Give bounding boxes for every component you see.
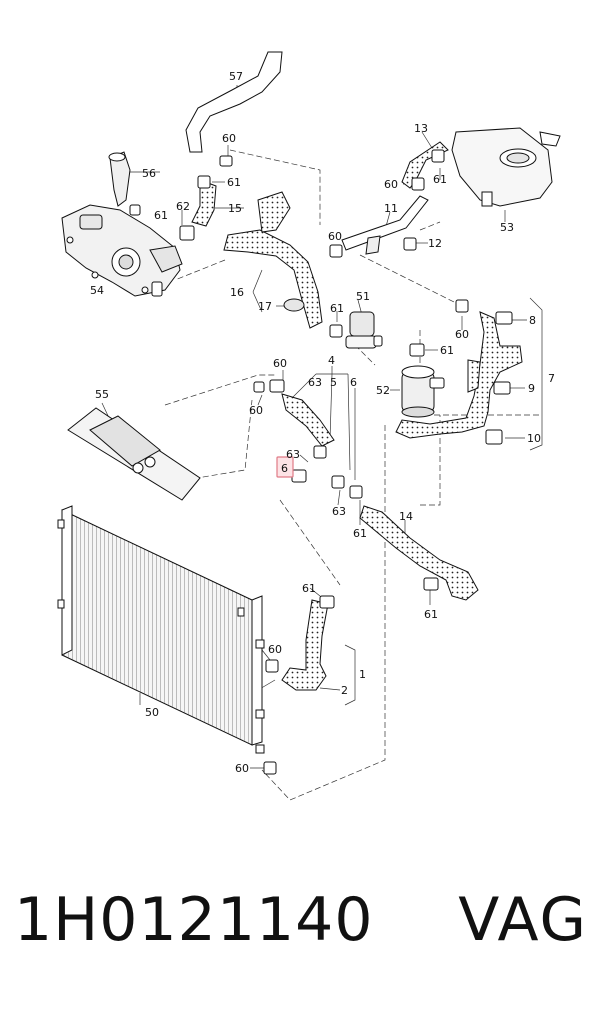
clamp-61-b [129,204,141,216]
callout-61: 61 [302,582,316,595]
clamps [129,149,513,775]
callout-63: 63 [308,376,322,389]
clamp-61-e [409,343,425,357]
callout-labels: 57 60 56 61 61 62 15 54 16 17 60 61 51 1… [90,70,555,775]
callout-61: 61 [440,344,454,357]
callout-6: 6 [350,376,357,389]
callout-8: 8 [529,314,536,327]
clamp-60-f [253,381,265,393]
callout-60: 60 [328,230,342,243]
callout-12: 12 [428,237,442,250]
callout-60: 60 [222,132,236,145]
clamp-60-b [329,244,343,258]
callout-57: 57 [229,70,243,83]
callout-61: 61 [330,302,344,315]
hose-7 [395,311,523,439]
parts-diagram: 57 60 56 61 61 62 15 54 16 17 60 61 51 1… [57,51,561,801]
callout-56: 56 [142,167,156,180]
hose-57 [185,51,283,153]
fitting-6 [291,469,307,483]
component-51-valve [345,311,383,349]
clamp-61-c [329,324,343,338]
callout-11: 11 [384,202,398,215]
callout-17: 17 [258,300,272,313]
component-54-pump-housing [61,204,183,297]
component-52-pump [401,365,445,418]
component-56-pipe [108,151,131,207]
callout-9: 9 [528,382,535,395]
clamp-62 [179,225,195,241]
callout-51: 51 [356,290,370,303]
callout-61: 61 [227,176,241,189]
clamp-61-f [349,485,363,499]
hose-5 [281,393,335,447]
component-11-pipe [341,195,429,255]
callout-61: 61 [424,608,438,621]
hose-16-branch [257,191,291,233]
callout-2: 2 [341,684,348,697]
callout-52: 52 [376,384,390,397]
clamp-10 [485,429,503,445]
component-17-sensor [283,298,305,312]
clamp-63-a [313,445,327,459]
component-50-radiator [57,505,265,754]
callout-10: 10 [527,432,541,445]
hose-7-branch [467,359,481,393]
callout-60: 60 [268,643,282,656]
callout-4: 4 [328,354,335,367]
clamp-12 [403,237,417,251]
callout-1: 1 [359,668,366,681]
clamp-61-g [423,577,439,591]
component-55-heater [67,407,201,501]
callout-61: 61 [154,209,168,222]
callout-62: 62 [176,200,190,213]
clamp-61-a [197,175,211,189]
callout-13: 13 [414,122,428,135]
clamp-60-h [263,761,277,775]
component-53-reservoir [451,127,561,207]
clamp-61-d [431,149,445,163]
callout-6-highlighted: 6 [281,462,288,475]
callout-15: 15 [228,202,242,215]
callout-14: 14 [399,510,413,523]
highlight-box-part-6 [276,456,294,478]
callout-63: 63 [332,505,346,518]
callout-7: 7 [548,372,555,385]
callout-53: 53 [500,221,514,234]
hose-16 [223,229,323,329]
clamp-63-b [331,475,345,489]
callout-60: 60 [249,404,263,417]
clamp-61-h [319,595,335,609]
callout-61: 61 [433,173,447,186]
clamp-60-d [455,299,469,313]
callout-55: 55 [95,388,109,401]
callout-60: 60 [455,328,469,341]
brand-label: VAG [458,885,588,955]
callout-54: 54 [90,284,104,297]
part-number: 1H0121140 [14,885,374,955]
callout-50: 50 [145,706,159,719]
callout-60: 60 [273,357,287,370]
callout-5: 5 [330,376,337,389]
clamp-60-e [269,379,285,393]
callout-60: 60 [235,762,249,775]
hose-14 [359,505,479,601]
clamp-60-c [411,177,425,191]
callout-16: 16 [230,286,244,299]
callout-61: 61 [353,527,367,540]
callout-63: 63 [286,448,300,461]
clamp-8 [495,311,513,325]
leader-lines [101,85,543,801]
clamp-9 [493,381,511,395]
hose-1 [281,599,329,691]
callout-60: 60 [384,178,398,191]
hose-15 [191,179,217,227]
footer: 1H0121140 VAG [0,885,600,985]
clamp-60-top [219,155,233,167]
clamp-60-g [265,659,279,673]
